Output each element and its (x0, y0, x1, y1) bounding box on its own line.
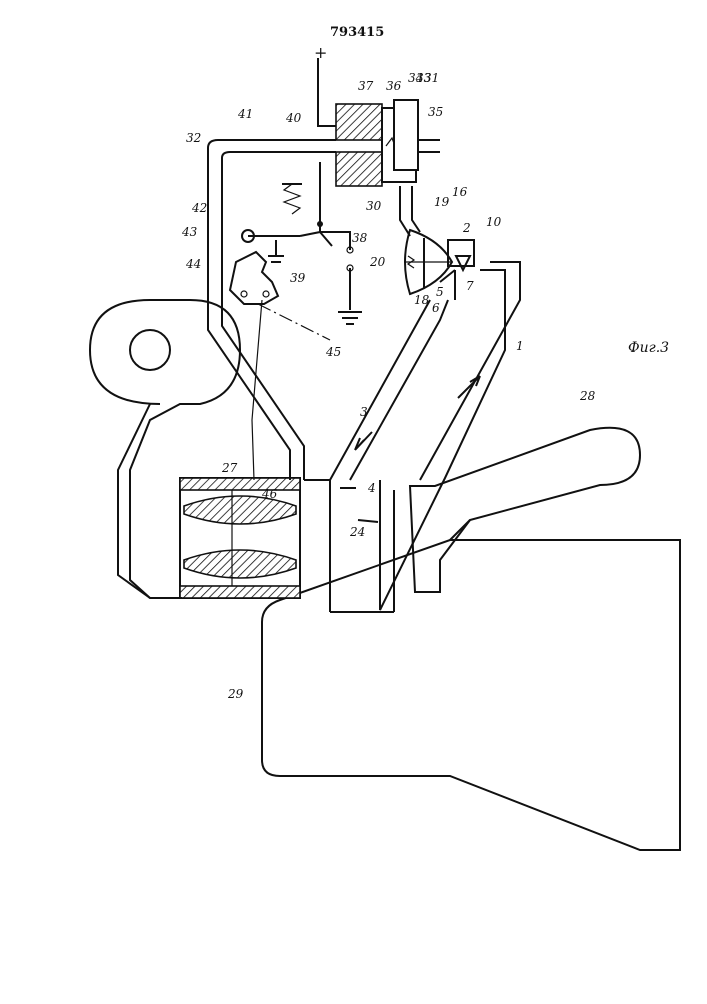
tube-32-top-inner (222, 152, 336, 158)
label-5: 5 (436, 285, 444, 299)
label-37: 37 (358, 79, 374, 93)
cam-hole-a (241, 291, 247, 297)
throttle-plate-lower (184, 550, 296, 578)
junction-node (317, 221, 323, 227)
label-20: 20 (369, 255, 386, 269)
label-35: 35 (428, 105, 443, 119)
tube-32-top (208, 140, 336, 148)
label-38: 38 (352, 231, 368, 245)
tube-3-inner (350, 300, 448, 480)
carburetor-flange-bottom (180, 586, 300, 598)
pipe-4-arrow (358, 520, 378, 522)
label-29: 29 (227, 687, 244, 701)
tube-30-outer (400, 186, 410, 236)
label-30: 30 (366, 199, 382, 213)
label-27: 27 (221, 461, 238, 475)
link-rod-46 (252, 300, 262, 480)
valve-plunger-34 (394, 100, 418, 170)
label-18: 18 (414, 293, 430, 307)
air-filter-hole (130, 330, 170, 370)
throttle-plate-upper (184, 496, 296, 524)
contact-39 (248, 236, 300, 262)
wire-to-switch (300, 162, 332, 246)
label-6: 6 (432, 301, 440, 315)
label-28: 28 (579, 389, 596, 403)
label-39: 39 (290, 271, 306, 285)
junction-pipe-4 (330, 480, 394, 612)
tube-32-inner (222, 158, 304, 480)
label-19: 19 (434, 195, 450, 209)
solenoid-coil-lower-37 (336, 152, 382, 186)
tube-30-inner (412, 186, 420, 232)
label-1: 1 (516, 339, 524, 353)
label-3: 3 (360, 405, 368, 419)
label-7: 7 (466, 279, 474, 293)
switch-38-wire (320, 232, 350, 310)
flow-arrow-up (458, 376, 480, 398)
label-24: 24 (349, 525, 365, 539)
label-34: 34 (408, 71, 423, 85)
carburetor-flange-top (180, 478, 300, 490)
tube-3-outer (304, 300, 430, 480)
document-number: 793415 (330, 25, 384, 40)
plus-terminal-label: + (314, 43, 327, 62)
label-42: 42 (191, 201, 207, 215)
housing-28-inner (450, 520, 470, 540)
label-2: 2 (462, 221, 471, 235)
label-44: 44 (185, 257, 201, 271)
label-36: 36 (386, 79, 402, 93)
label-40: 40 (285, 111, 302, 125)
label-32: 32 (186, 131, 201, 145)
label-4: 4 (367, 481, 376, 495)
engine-block-29 (262, 540, 680, 850)
label-45: 45 (325, 345, 341, 359)
label-41: 41 (237, 107, 253, 121)
positive-wire (318, 58, 336, 126)
ground-38 (338, 312, 362, 324)
solenoid-coil-upper-37 (336, 104, 382, 140)
housing-28 (410, 428, 640, 592)
label-43: 43 (181, 225, 198, 239)
label-16: 16 (452, 185, 468, 199)
label-46: 46 (261, 487, 278, 501)
label-10: 10 (486, 215, 502, 229)
spring-40 (284, 184, 300, 214)
figure-label: Фиг.3 (628, 340, 669, 356)
cam-hole-b (263, 291, 269, 297)
cam-44 (230, 252, 278, 304)
tube-32-outer (208, 148, 290, 480)
axis-45 (258, 304, 330, 340)
